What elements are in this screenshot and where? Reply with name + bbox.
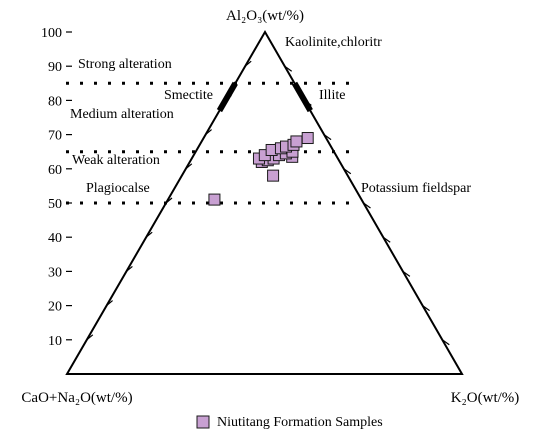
axis-ticks: 10 20 30 40 50 60 70 80 90 100 — [41, 26, 450, 349]
kaolinite-chlorite-label: Kaolinite,chloritr — [285, 35, 382, 50]
right-edge-tick — [323, 134, 332, 141]
sample-points — [208, 132, 314, 206]
strong-alteration-label: Strong alteration — [78, 57, 172, 72]
right-edge-tick — [363, 202, 371, 209]
left-axis-tick-label: 20 — [48, 300, 62, 315]
left-axis-tick-label: 70 — [48, 129, 62, 144]
legend-marker — [196, 415, 210, 429]
right-edge-tick — [382, 236, 391, 243]
mineral-bars — [216, 81, 313, 113]
right-edge-tick — [402, 270, 411, 277]
left-axis-tick-label: 80 — [48, 94, 62, 109]
weak-alteration-label: Weak alteration — [72, 153, 160, 168]
left-axis-tick-label: 10 — [48, 334, 62, 349]
right-edge-tick — [422, 305, 430, 312]
sample-point — [301, 132, 314, 145]
smectite-bar — [216, 81, 238, 113]
legend: Niutitang Formation Samples — [196, 415, 383, 430]
left-axis-tick-label: 90 — [48, 60, 62, 75]
illite-label: Illite — [319, 88, 345, 103]
sample-point — [208, 193, 221, 206]
left-edge-tick — [126, 265, 133, 272]
sample-point — [267, 169, 280, 182]
right-edge-tick — [343, 168, 352, 175]
left-edge-tick — [205, 129, 212, 136]
left-edge-tick — [165, 197, 173, 204]
plagioclase-label: Plagiocalse — [86, 181, 150, 196]
left-axis-tick-label: 100 — [41, 26, 62, 41]
left-axis-tick-label: 40 — [48, 231, 62, 246]
medium-alteration-label: Medium alteration — [70, 107, 174, 122]
left-edge-tick — [106, 300, 113, 307]
legend-label: Niutitang Formation Samples — [217, 415, 383, 430]
right-edge-tick — [441, 339, 450, 346]
illite-bar — [291, 81, 313, 113]
sample-point — [290, 135, 303, 148]
left-axis-tick-label: 30 — [48, 265, 62, 280]
left-apex-label: CaO+Na₂O(wt/%) — [21, 390, 132, 406]
left-edge-tick — [86, 334, 94, 341]
left-edge-tick — [244, 60, 252, 67]
left-axis-tick-label: 50 — [48, 197, 62, 212]
smectite-label: Smectite — [164, 88, 213, 103]
top-apex-label: Al₂O₃(wt/%) — [226, 8, 304, 24]
right-apex-label: K₂O(wt/%) — [451, 390, 520, 406]
potassium-fieldspar-label: Potassium fieldspar — [361, 181, 471, 196]
left-edge-tick — [145, 231, 153, 238]
right-edge-tick — [284, 65, 293, 72]
left-axis-tick-label: 60 — [48, 163, 62, 178]
left-edge-tick — [185, 163, 193, 170]
